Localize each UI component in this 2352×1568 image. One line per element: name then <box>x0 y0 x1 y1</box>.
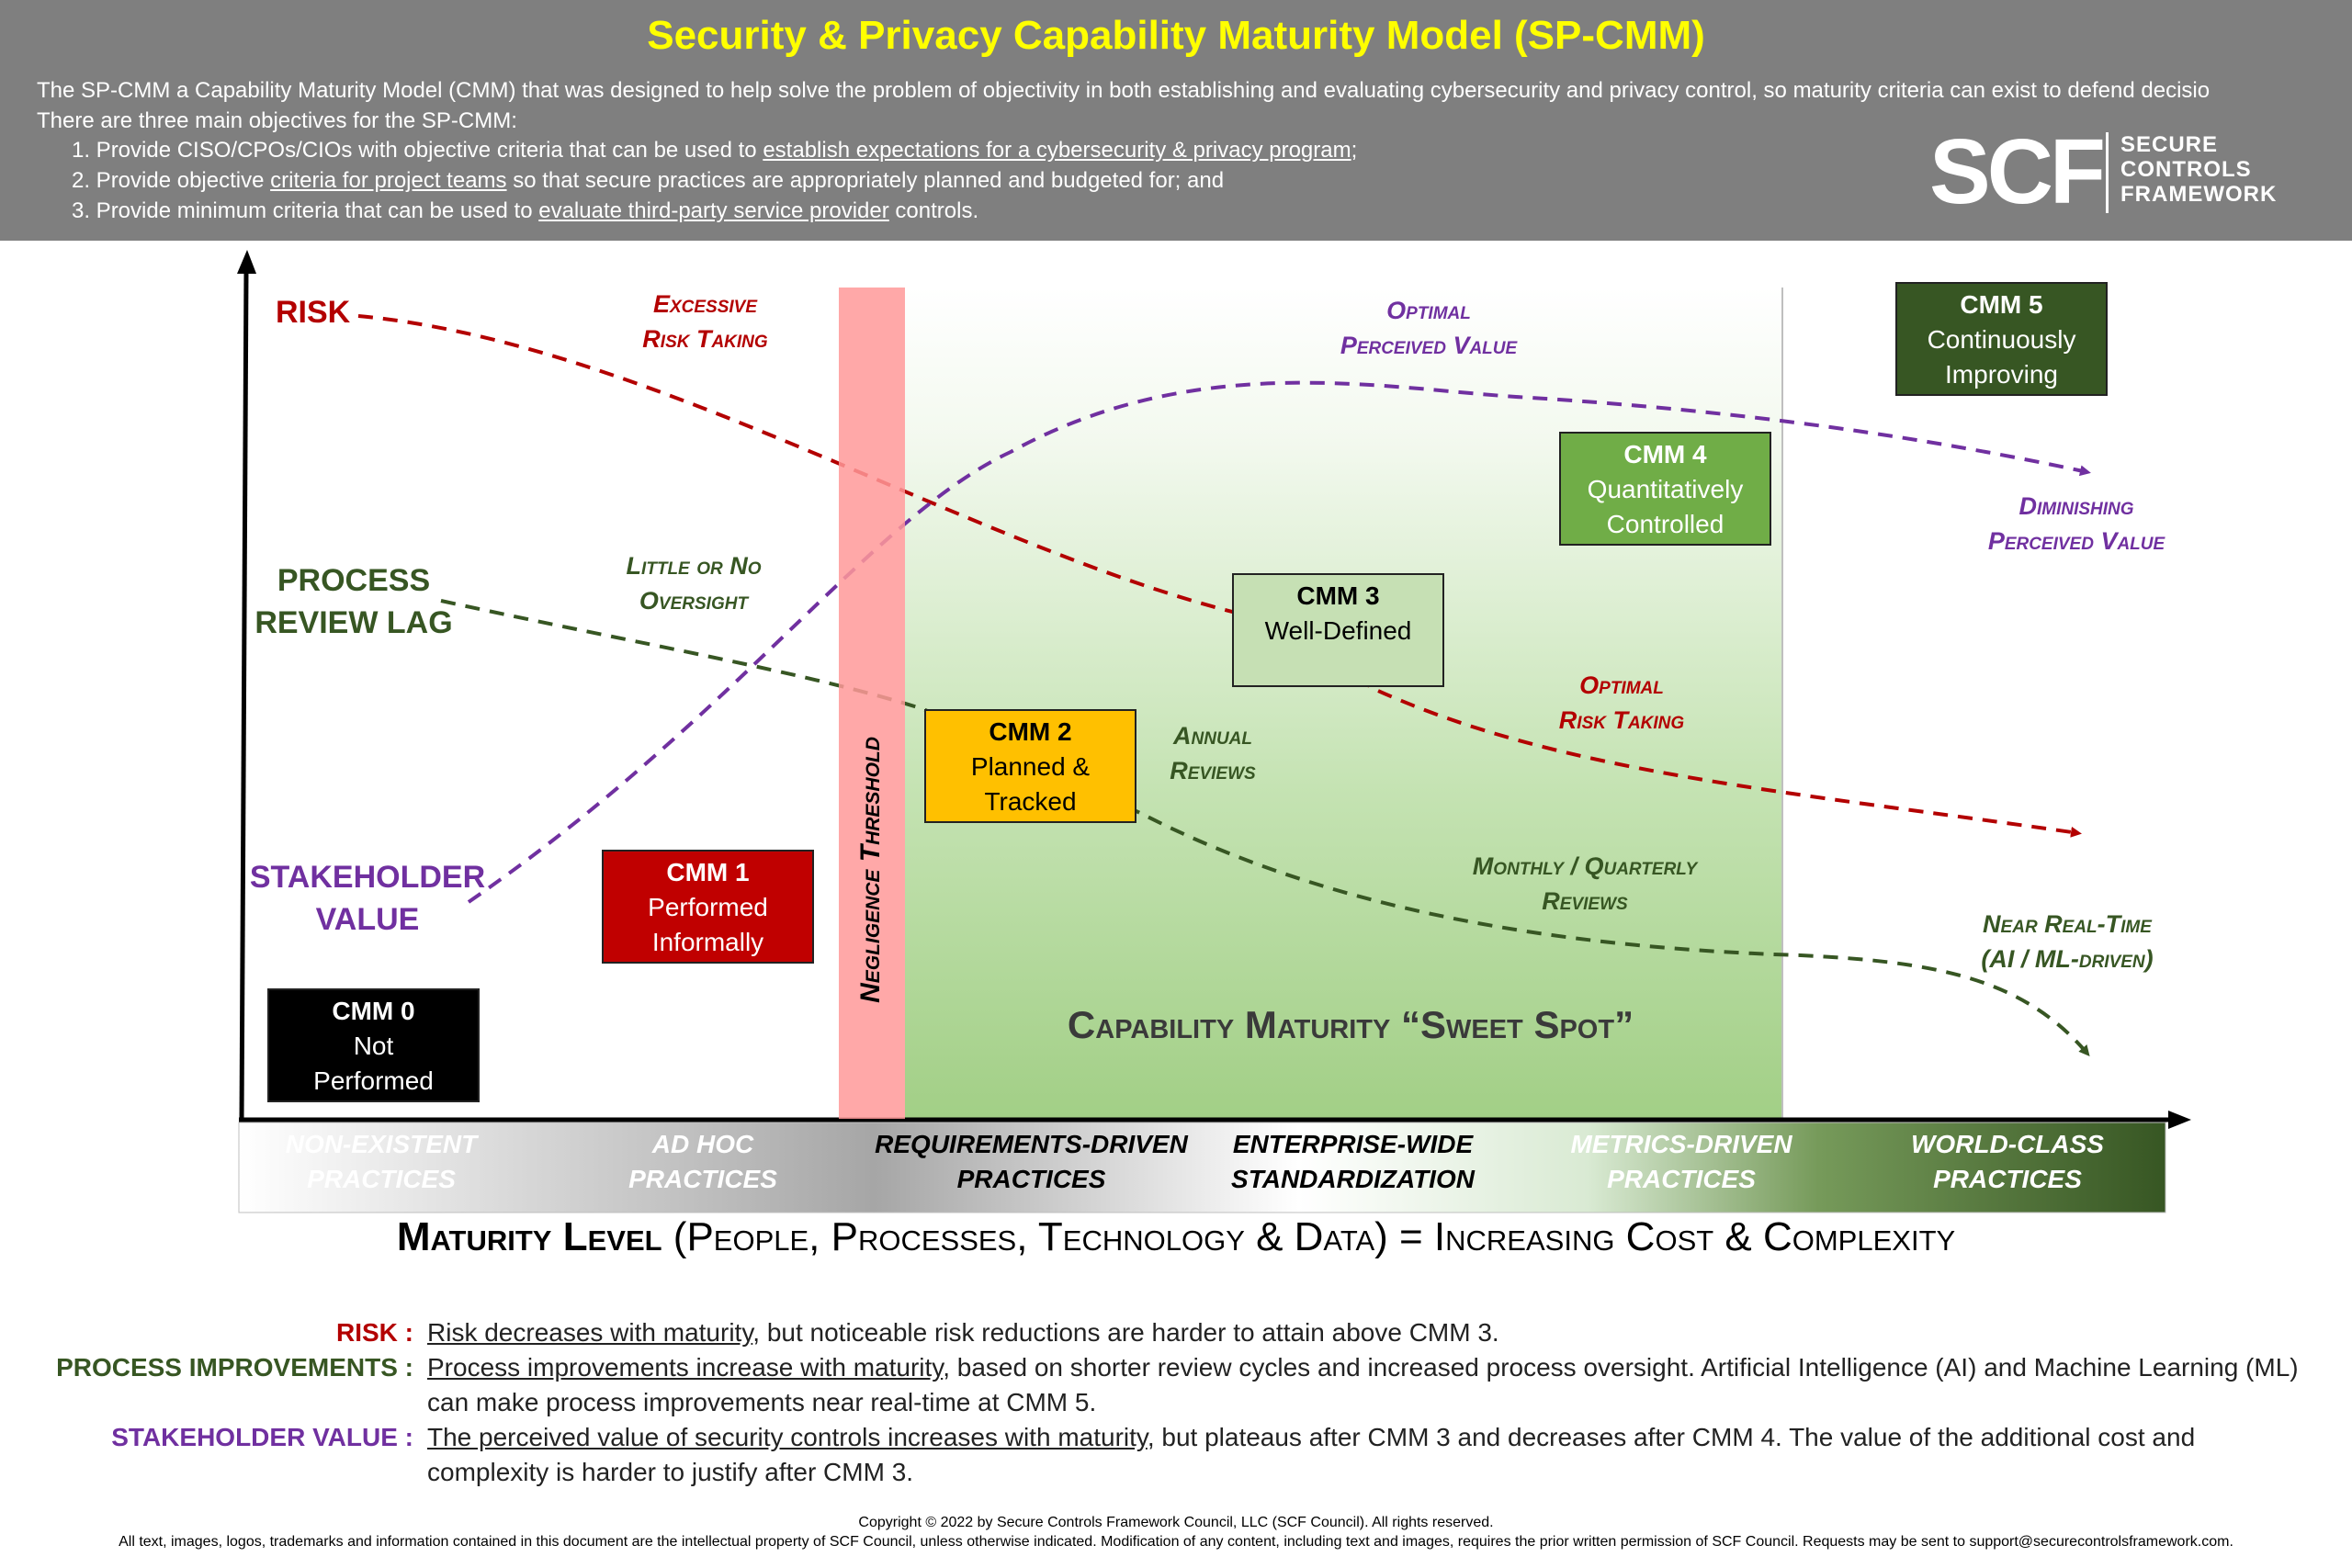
objective-item: 2. Provide objective criteria for projec… <box>72 168 1225 193</box>
header-band: Security & Privacy Capability Maturity M… <box>0 0 2352 241</box>
optimal-risk-annotation: Optimal Risk Taking <box>1558 671 1685 734</box>
diminishing-value-annotation: Diminishing Perceived Value <box>1987 492 2165 555</box>
legend-process-key: PROCESS IMPROVEMENTS : <box>56 1353 413 1382</box>
negligence-threshold-label: Negligence Threshold <box>855 737 887 1003</box>
sweet-spot-band <box>905 288 1782 1119</box>
legend-value-key: STAKEHOLDER VALUE : <box>111 1423 413 1451</box>
x-axis-arrow <box>2168 1111 2191 1129</box>
near-real-time-annotation: Near Real-Time (AI / ML-driven) <box>1981 910 2154 973</box>
process-review-lag-label: PROCESS REVIEW LAG <box>254 563 453 640</box>
page-title: Security & Privacy Capability Maturity M… <box>647 13 1705 58</box>
intro-line-1: The SP-CMM a Capability Maturity Model (… <box>37 78 2211 103</box>
ip-notice-line: All text, images, logos, trademarks and … <box>119 1534 2233 1550</box>
x-label-ad-hoc: AD HOC PRACTICES <box>628 1130 777 1193</box>
risk-curve <box>357 314 2082 838</box>
negligence-threshold-band <box>839 288 905 1119</box>
objectives-list: 1. Provide CISO/CPOs/CIOs with objective… <box>72 135 1357 226</box>
footer-copyright: Copyright © 2022 by Secure Controls Fram… <box>0 1513 2352 1551</box>
maturity-axis-title: Maturity Level (People, Processes, Techn… <box>396 1214 1956 1259</box>
legend-risk-key: RISK : <box>336 1318 413 1347</box>
objective-item: 3. Provide minimum criteria that can be … <box>72 198 979 223</box>
x-label-requirements-driven: REQUIREMENTS-DRIVEN PRACTICES <box>875 1130 1188 1193</box>
x-label-non-existent: NON-EXISTENT PRACTICES <box>285 1130 478 1193</box>
process-curve <box>440 599 2090 1057</box>
logo-wordmark: SECURE CONTROLS FRAMEWORK <box>2120 132 2278 207</box>
objective-link: evaluate third-party service provider <box>538 198 889 223</box>
y-axis <box>239 269 249 1122</box>
cmm-5-box: CMM 5 Continuously Improving <box>1895 282 2108 396</box>
stakeholder-value-curve <box>467 380 2091 904</box>
optimal-value-annotation: Optimal Perceived Value <box>1340 297 1518 359</box>
objective-link: criteria for project teams <box>270 168 507 193</box>
monthly-reviews-annotation: Monthly / Quarterly Reviews <box>1472 852 1698 915</box>
cmm-2-box: CMM 2 Planned & Tracked <box>924 709 1136 823</box>
annual-reviews-annotation: Annual Reviews <box>1170 722 1256 784</box>
intro-text: The SP-CMM a Capability Maturity Model (… <box>37 75 2352 136</box>
cmm-3-box: CMM 3 Well-Defined <box>1232 573 1444 687</box>
legend-value-text: The perceived value of security controls… <box>427 1423 2196 1486</box>
x-label-world-class: WORLD-CLASS PRACTICES <box>1911 1130 2104 1193</box>
x-axis-label-bar <box>238 1122 2166 1213</box>
legend-process-text: Process improvements increase with matur… <box>427 1353 2299 1416</box>
objective-link: establish expectations for a cybersecuri… <box>763 138 1351 163</box>
copyright-line: Copyright © 2022 by Secure Controls Fram… <box>858 1515 1494 1530</box>
risk-label: RISK <box>276 295 351 330</box>
maturity-diagram: Negligence Threshold Capability Maturity… <box>0 241 2352 1259</box>
little-oversight-annotation: Little or No Oversight <box>626 552 762 615</box>
logo-divider <box>2106 132 2109 213</box>
x-label-metrics-driven: METRICS-DRIVEN PRACTICES <box>1570 1130 1792 1193</box>
cmm-0-box: CMM 0 Not Performed <box>267 988 480 1102</box>
x-label-enterprise-wide: ENTERPRISE-WIDE STANDARDIZATION <box>1231 1130 1475 1193</box>
y-axis-arrow <box>237 250 256 274</box>
diagram-graphics <box>237 250 2191 1213</box>
objective-item: 1. Provide CISO/CPOs/CIOs with objective… <box>72 138 1358 163</box>
cmm-4-box: CMM 4 Quantitatively Controlled <box>1559 432 1771 546</box>
scf-logo: SCF SECURE CONTROLS FRAMEWORK <box>1929 120 2297 223</box>
excessive-risk-annotation: Excessive Risk Taking <box>642 290 768 353</box>
legend-risk-text: Risk decreases with maturity, but notice… <box>427 1318 1499 1347</box>
intro-line-2: There are three main objectives for the … <box>37 108 517 133</box>
sweet-spot-label: Capability Maturity “Sweet Spot” <box>1067 1003 1634 1046</box>
stakeholder-value-label: STAKEHOLDER VALUE <box>249 860 486 937</box>
scf-logo-mark: SCF <box>1929 120 2106 223</box>
cmm-1-box: CMM 1 Performed Informally <box>602 850 814 964</box>
